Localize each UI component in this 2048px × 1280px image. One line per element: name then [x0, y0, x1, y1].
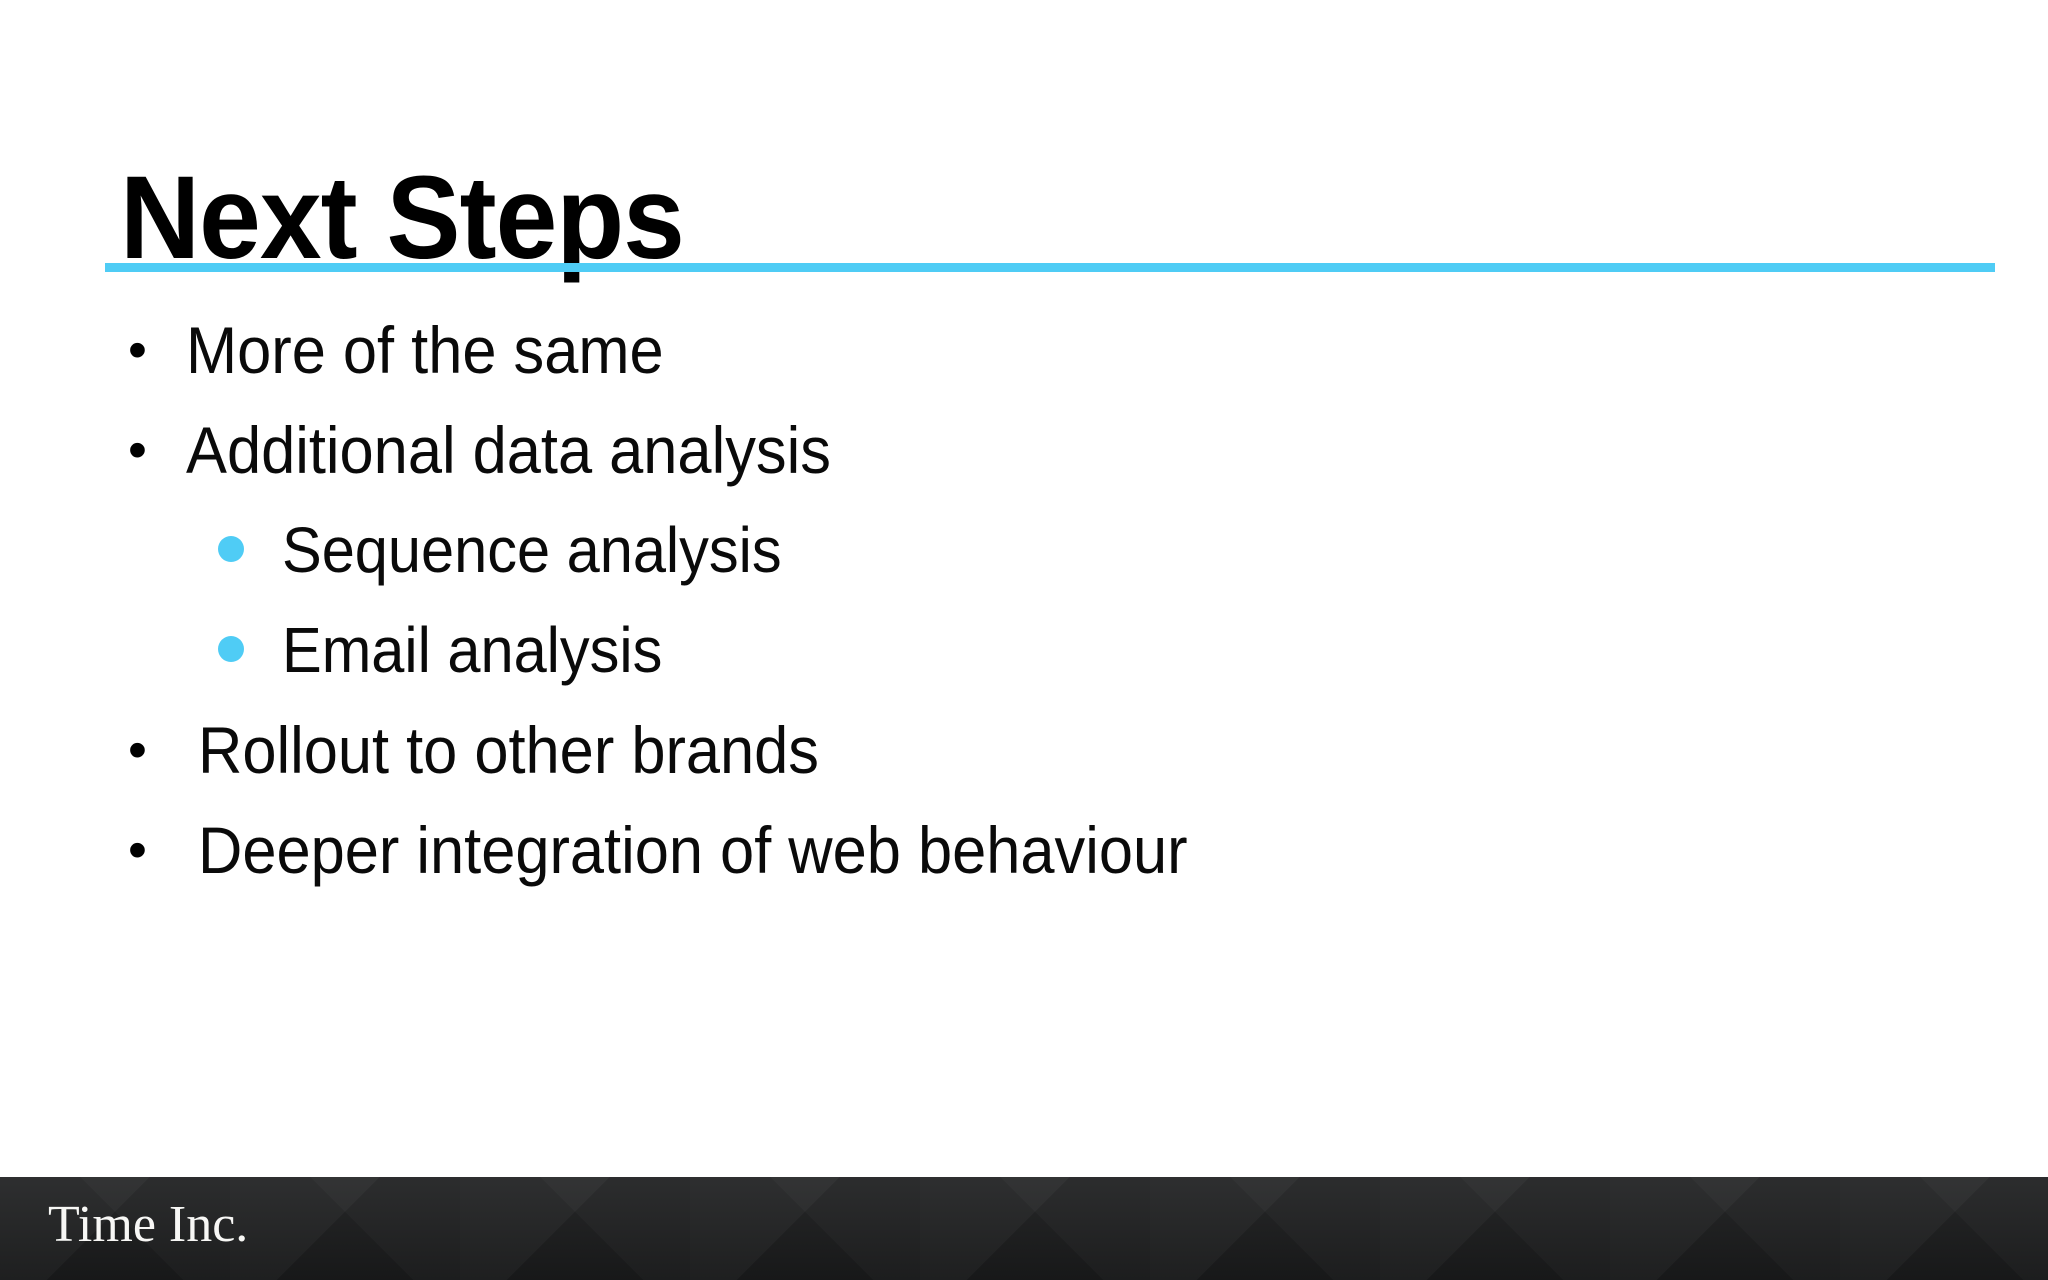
sub-bullet-dot-icon — [218, 536, 244, 562]
list-item: • Additional data analysis — [0, 400, 2048, 500]
sub-list-item: Sequence analysis — [0, 500, 2048, 600]
list-item-label: Rollout to other brands — [198, 713, 819, 787]
page-title: Next Steps — [120, 152, 685, 285]
time-inc-logo: Time Inc. — [48, 1196, 249, 1253]
list-item: • Rollout to other brands — [0, 700, 2048, 800]
bullet-icon: • — [128, 820, 147, 880]
list-item: • Deeper integration of web behaviour — [0, 800, 2048, 900]
sub-bullet-dot-icon — [218, 636, 244, 662]
sub-list-item-label: Email analysis — [282, 614, 663, 686]
bullet-icon: • — [128, 420, 147, 480]
title-divider — [105, 263, 1995, 272]
list-item-label: More of the same — [186, 313, 664, 387]
footer-facet-pattern — [0, 1177, 2048, 1280]
slide-footer: Time Inc. — [0, 1177, 2048, 1280]
list-item-label: Additional data analysis — [186, 413, 831, 487]
bullet-list: • More of the same • Additional data ana… — [0, 300, 2048, 900]
bullet-icon: • — [128, 720, 147, 780]
list-item: • More of the same — [0, 300, 2048, 400]
list-item-label: Deeper integration of web behaviour — [198, 813, 1188, 887]
sub-list-item: Email analysis — [0, 600, 2048, 700]
bullet-icon: • — [128, 320, 147, 380]
sub-list-item-label: Sequence analysis — [282, 514, 782, 586]
